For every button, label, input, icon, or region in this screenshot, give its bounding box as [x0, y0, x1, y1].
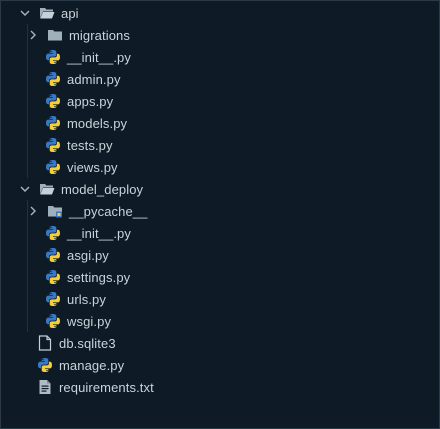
chevron-right-icon[interactable]: [27, 205, 39, 217]
file-label: asgi.py: [67, 247, 109, 263]
python-file-icon: [45, 225, 61, 241]
indent-guide: [27, 24, 28, 178]
python-file-icon: [45, 93, 61, 109]
file-label: __init__.py: [67, 225, 131, 241]
file-label: settings.py: [67, 269, 131, 285]
indent-guide: [27, 200, 28, 332]
file-label: wsgi.py: [67, 313, 112, 329]
tree-item-file[interactable]: admin.py: [1, 68, 439, 90]
tree-item-file[interactable]: settings.py: [1, 266, 439, 288]
tree-item-api-folder[interactable]: api: [1, 2, 439, 24]
tree-item-model-deploy-folder[interactable]: model_deploy: [1, 178, 439, 200]
python-file-icon: [45, 159, 61, 175]
chevron-down-icon[interactable]: [19, 183, 31, 195]
tree-item-file[interactable]: apps.py: [1, 90, 439, 112]
tree-item-file[interactable]: urls.py: [1, 288, 439, 310]
python-file-icon: [45, 49, 61, 65]
folder-label: migrations: [69, 27, 130, 43]
tree-item-file[interactable]: wsgi.py: [1, 310, 439, 332]
tree-item-migrations-folder[interactable]: migrations: [1, 24, 439, 46]
python-file-icon: [45, 291, 61, 307]
chevron-down-icon[interactable]: [19, 7, 31, 19]
python-file-icon: [45, 313, 61, 329]
database-file-icon: [37, 335, 53, 351]
tree-item-file[interactable]: views.py: [1, 156, 439, 178]
tree-item-pycache-folder[interactable]: __pycache__: [1, 200, 439, 222]
tree-item-file[interactable]: db.sqlite3: [1, 332, 439, 354]
python-file-icon: [45, 269, 61, 285]
tree-item-file[interactable]: manage.py: [1, 354, 439, 376]
file-label: tests.py: [67, 137, 113, 153]
python-file-icon: [45, 137, 61, 153]
folder-open-icon: [39, 5, 55, 21]
tree-item-file[interactable]: models.py: [1, 112, 439, 134]
python-file-icon: [45, 71, 61, 87]
folder-label: __pycache__: [69, 203, 148, 219]
folder-open-icon: [39, 181, 55, 197]
tree-item-file[interactable]: requirements.txt: [1, 376, 439, 398]
chevron-right-icon[interactable]: [27, 29, 39, 41]
python-file-icon: [37, 357, 53, 373]
file-label: admin.py: [67, 71, 121, 87]
file-label: manage.py: [59, 357, 125, 373]
tree-item-file[interactable]: tests.py: [1, 134, 439, 156]
tree-item-file[interactable]: asgi.py: [1, 244, 439, 266]
folder-label: api: [61, 5, 79, 21]
file-label: requirements.txt: [59, 379, 154, 395]
folder-icon: [47, 27, 63, 43]
file-label: urls.py: [67, 291, 106, 307]
file-label: models.py: [67, 115, 128, 131]
tree-item-file[interactable]: __init__.py: [1, 222, 439, 244]
tree-item-file[interactable]: __init__.py: [1, 46, 439, 68]
python-file-icon: [45, 247, 61, 263]
text-file-icon: [37, 379, 53, 395]
folder-icon: [47, 203, 63, 219]
python-file-icon: [45, 115, 61, 131]
file-label: __init__.py: [67, 49, 131, 65]
folder-label: model_deploy: [61, 181, 144, 197]
file-label: apps.py: [67, 93, 114, 109]
file-label: views.py: [67, 159, 118, 175]
file-label: db.sqlite3: [59, 335, 116, 351]
